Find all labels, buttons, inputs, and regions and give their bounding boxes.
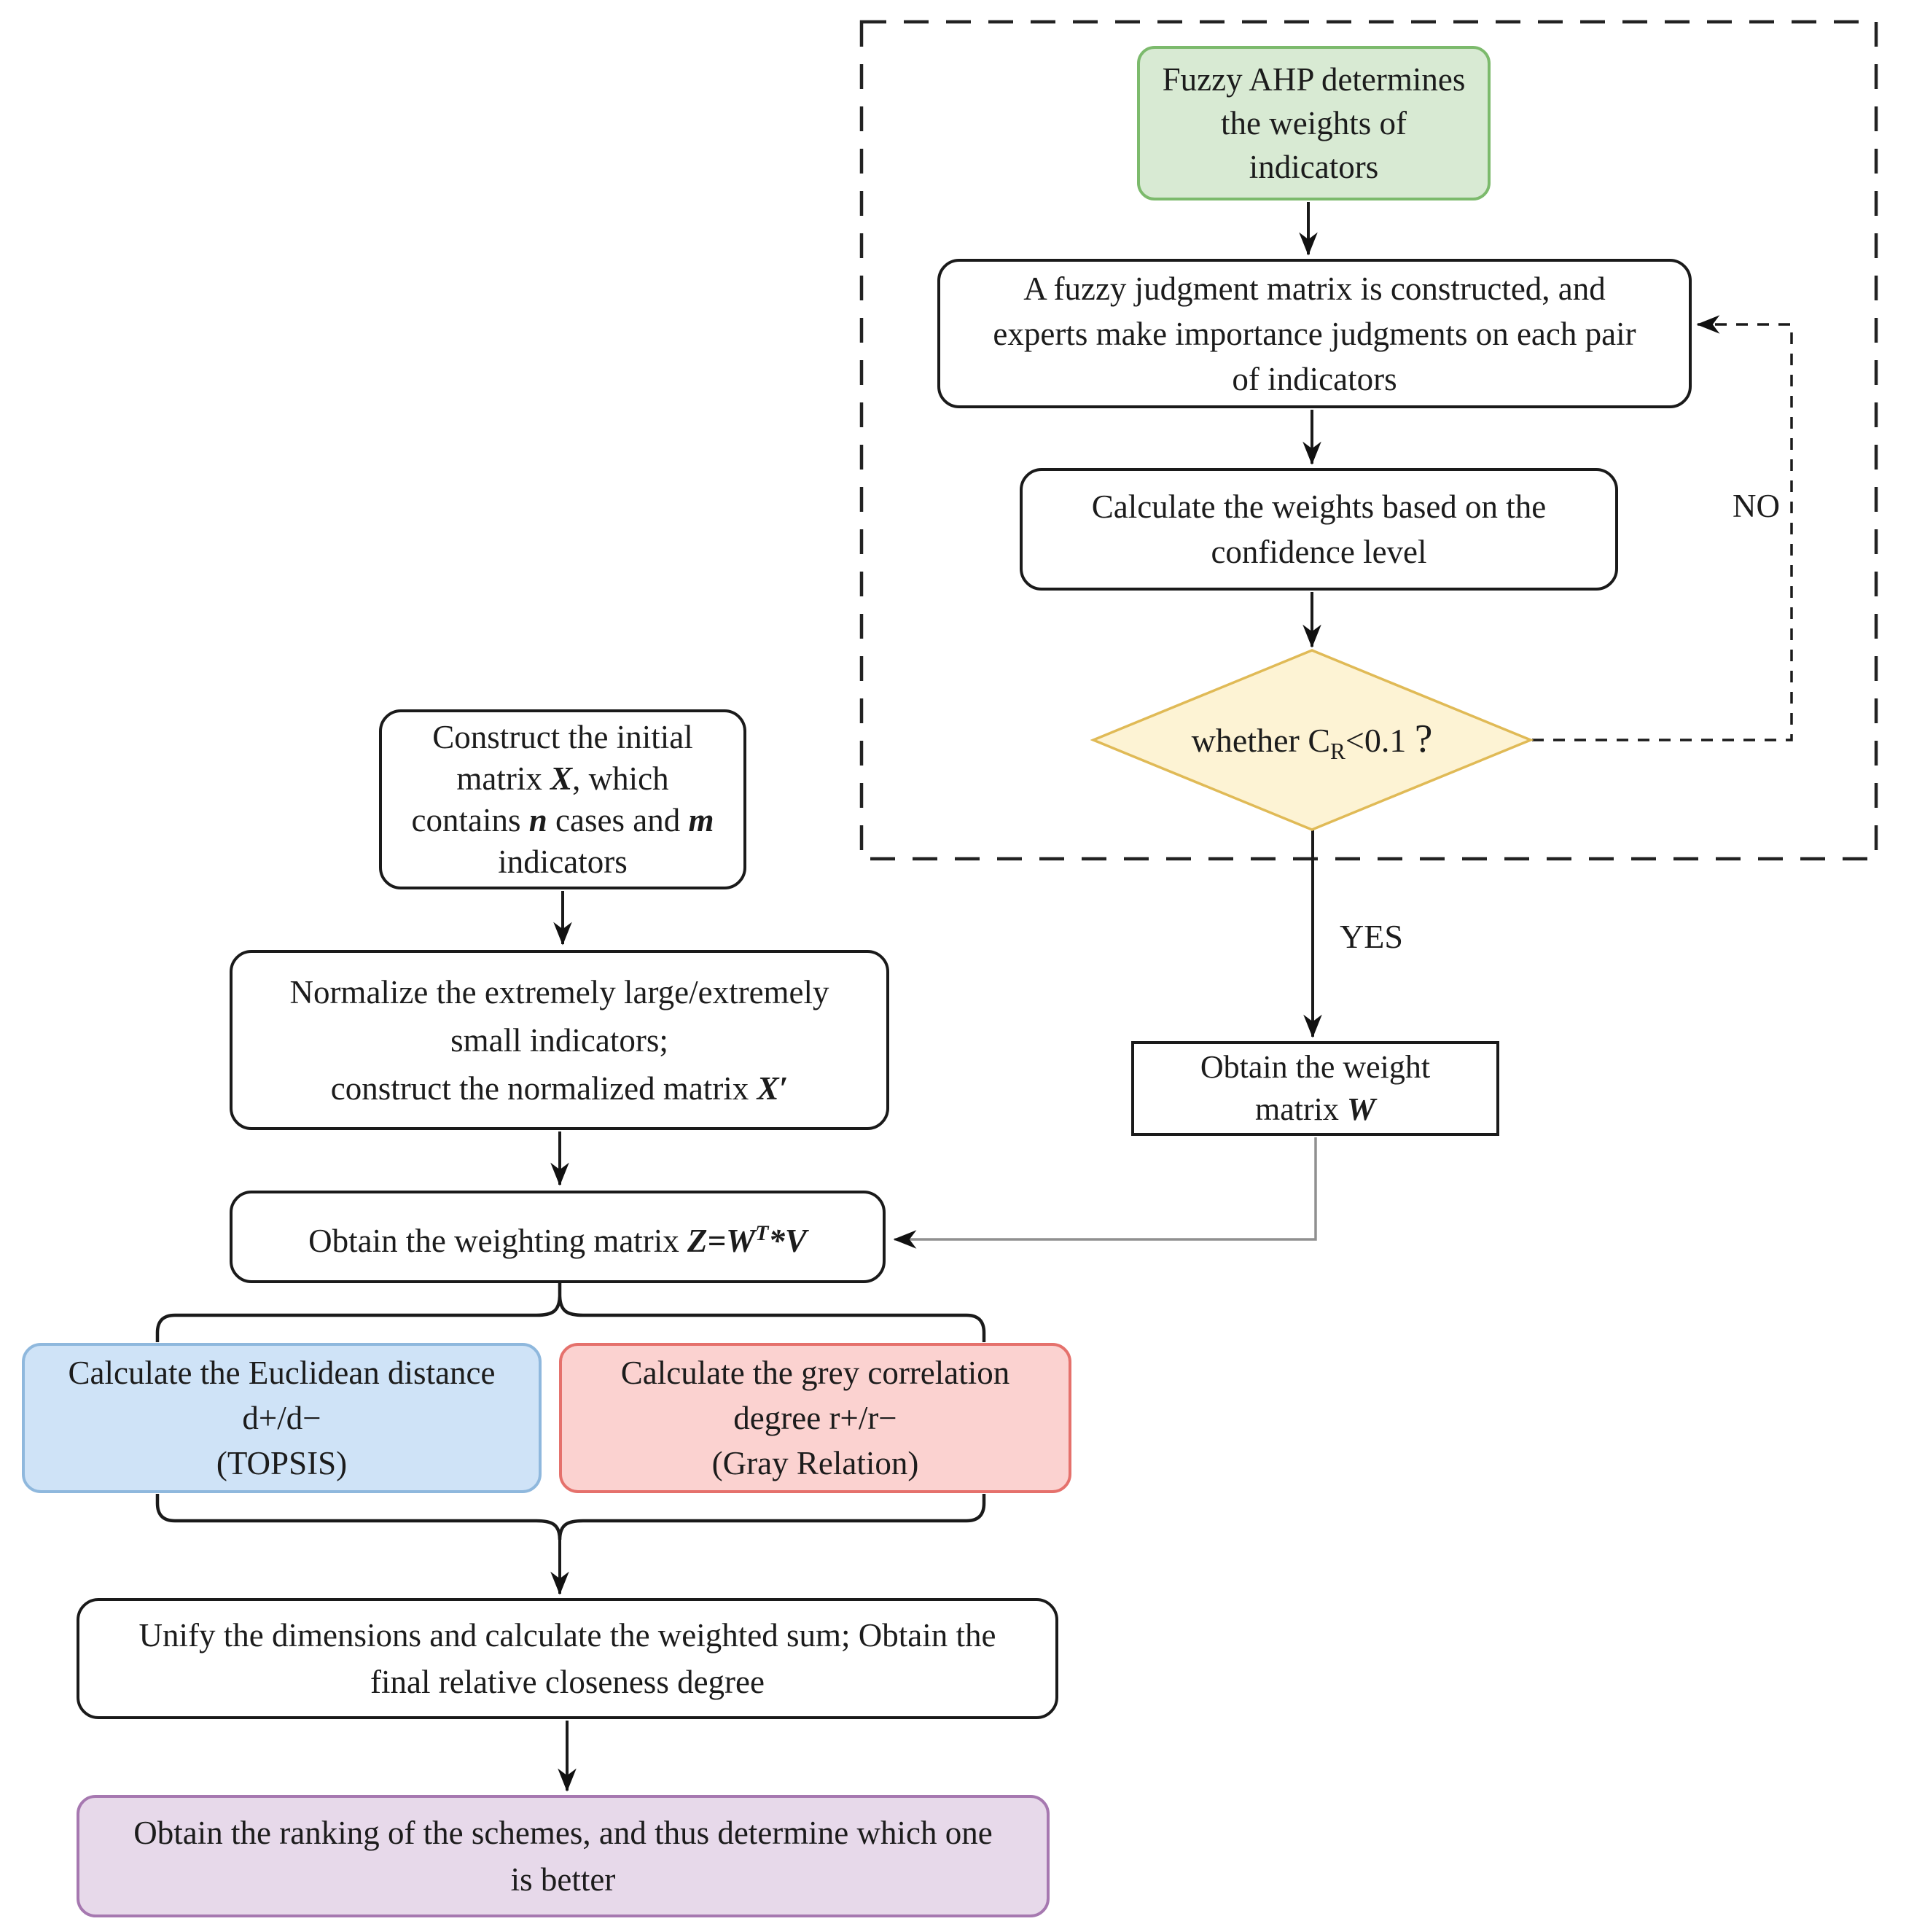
node-cr-decision: whether CR<0.1 ? xyxy=(1090,648,1534,832)
node-unify: Unify the dimensions and calculate the w… xyxy=(77,1598,1058,1719)
decision-diamond-shape xyxy=(1090,649,1534,831)
decision-label: whether CR<0.1 ? xyxy=(1191,715,1433,765)
arrow-decision-no-loop xyxy=(1532,315,1793,741)
node-weighting-matrix: Obtain the weighting matrix Z=WT*V xyxy=(230,1191,886,1283)
node-judgment-matrix: A fuzzy judgment matrix is constructed, … xyxy=(937,259,1692,408)
dashed-group-border xyxy=(859,20,1878,861)
merge-brace xyxy=(155,1494,986,1540)
edge-label-yes: YES xyxy=(1340,918,1403,955)
node-ranking: Obtain the ranking of the schemes, and t… xyxy=(77,1795,1050,1917)
arrow-weightmatrix-to-weighting xyxy=(893,1137,1317,1249)
edge-label-no: NO xyxy=(1733,488,1780,524)
split-brace xyxy=(155,1283,986,1342)
